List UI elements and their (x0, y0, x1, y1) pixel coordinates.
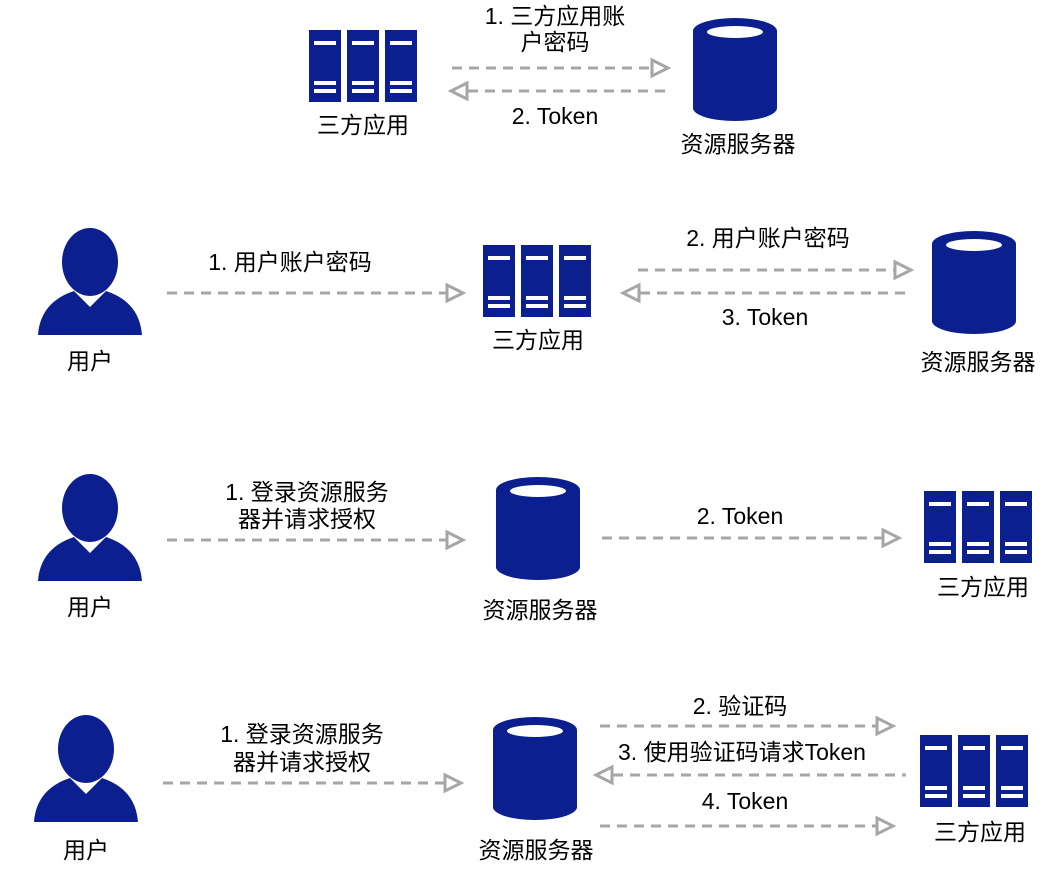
user-silhouette-icon (38, 228, 142, 335)
database-cylinder-icon (932, 231, 1016, 334)
database-cylinder-icon (493, 717, 577, 820)
db-label: 资源服务器 (921, 349, 1036, 375)
db-label: 资源服务器 (483, 597, 598, 623)
user-label: 用户 (67, 348, 113, 374)
server-rack-icon (309, 30, 417, 102)
step3-label: 3. Token (722, 304, 809, 330)
database-cylinder-icon (496, 477, 580, 580)
app-label: 三方应用 (934, 819, 1026, 845)
row1: 三方应用 资源服务器 1. 三方应用账 户密码 2. Token (309, 3, 796, 157)
row2: 用户 1. 用户账户密码 三方应用 2. 用户账户密码 3. Token 资源服… (38, 225, 1036, 375)
arrow-right-icon (445, 529, 467, 551)
user-silhouette-icon (38, 474, 142, 581)
db-label: 资源服务器 (479, 837, 594, 863)
arrow-right-icon (650, 57, 672, 79)
app-label: 三方应用 (317, 112, 409, 138)
step1-label: 1. 用户账户密码 (208, 249, 372, 275)
step2-label: 2. Token (512, 103, 599, 129)
arrow-right-icon (881, 527, 903, 549)
row4: 用户 1. 登录资源服务 器并请求授权 资源服务器 2. 验证码 3. 使用验证… (34, 693, 1028, 863)
arrow-left-icon (447, 80, 469, 102)
step2-label: 2. Token (697, 503, 784, 529)
step2-label: 2. 用户账户密码 (686, 225, 850, 251)
server-rack-icon (483, 245, 591, 317)
arrow-left-icon (619, 282, 641, 304)
app-label: 三方应用 (937, 574, 1029, 600)
step1-label-line1: 1. 三方应用账 (485, 3, 626, 29)
arrow-left-icon (592, 764, 614, 786)
step4-label: 4. Token (702, 788, 789, 814)
arrow-right-icon (875, 815, 897, 837)
arrow-right-icon (445, 282, 467, 304)
step1-label-line1: 1. 登录资源服务 (225, 479, 389, 505)
step1-label-line2: 器并请求授权 (238, 506, 376, 532)
user-label: 用户 (63, 837, 109, 863)
server-rack-icon (920, 735, 1028, 807)
server-rack-icon (924, 491, 1032, 563)
arrow-right-icon (893, 259, 915, 281)
step2-label: 2. 验证码 (693, 693, 788, 719)
app-label: 三方应用 (492, 327, 584, 353)
arrow-right-icon (875, 715, 897, 737)
arrow-right-icon (443, 772, 465, 794)
step3-label: 3. 使用验证码请求Token (618, 739, 866, 765)
user-silhouette-icon (34, 715, 138, 822)
step1-label-line2: 器并请求授权 (233, 749, 371, 775)
step1-label-line2: 户密码 (521, 29, 590, 55)
user-label: 用户 (67, 594, 113, 620)
step1-label-line1: 1. 登录资源服务 (220, 721, 384, 747)
db-label: 资源服务器 (681, 131, 796, 157)
row3: 用户 1. 登录资源服务 器并请求授权 资源服务器 2. Token 三方应用 (38, 474, 1032, 623)
database-cylinder-icon (693, 18, 777, 121)
